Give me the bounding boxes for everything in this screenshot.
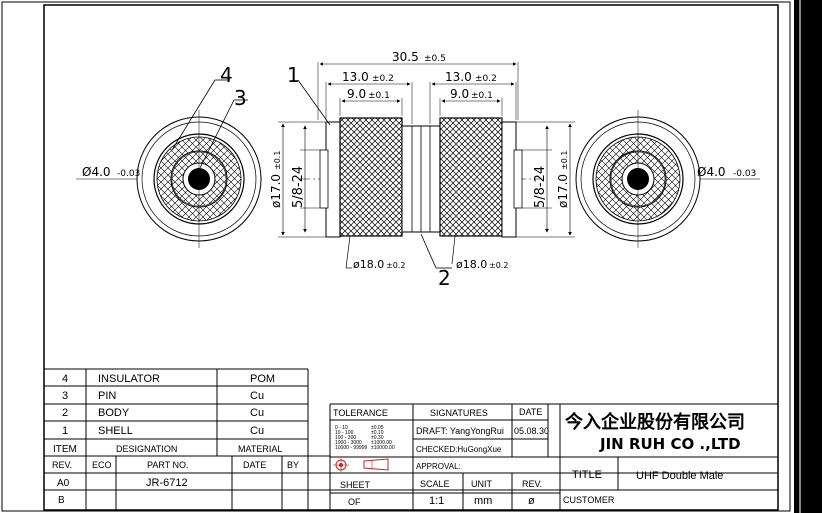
tolerance-label: TOLERANCE bbox=[333, 408, 388, 418]
bom-item-3: 3 bbox=[62, 390, 68, 402]
nut-length-right-tol: ±0.2 bbox=[475, 74, 497, 84]
overall-length: 30.5 bbox=[392, 50, 419, 64]
tol-range-2: 10 - 100 bbox=[335, 430, 354, 436]
pin-dia-right-tol: -0.03 bbox=[733, 169, 756, 179]
pin-dia-left-tol: -0.03 bbox=[117, 169, 140, 179]
nut-length-left-tol: ±0.2 bbox=[372, 74, 394, 84]
signatures-label: SIGNATURES bbox=[430, 408, 488, 418]
tol-val-5: ±10000.00 bbox=[371, 445, 395, 451]
nut-dia-left-tol: ±0.2 bbox=[386, 261, 405, 270]
draft-date: 05.08.30 bbox=[514, 426, 549, 436]
bom-item-4: 4 bbox=[62, 373, 68, 385]
outer-frame bbox=[1, 1, 791, 512]
tol-range-1: 0 - 10 bbox=[335, 425, 348, 431]
customer-label: CUSTOMER bbox=[563, 495, 615, 505]
body-dia-left: ø17.0 bbox=[269, 174, 283, 208]
rev-header-date: DATE bbox=[243, 460, 266, 470]
bom-mat-4: POM bbox=[250, 373, 275, 385]
tol-val-2: ±0.10 bbox=[371, 430, 384, 436]
rev-row-a0: A0 bbox=[57, 478, 70, 489]
bom-header-item: ITEM bbox=[53, 444, 77, 455]
tol-val-1: ±0.05 bbox=[371, 425, 384, 431]
bom-mat-3: Cu bbox=[250, 390, 264, 402]
nut-length-left: 13.0 bbox=[342, 70, 369, 84]
approval-label: APPROVAL: bbox=[416, 462, 461, 471]
tol-val-3: ±0.30 bbox=[371, 435, 384, 441]
knurl-length-right: 9.0 bbox=[450, 87, 469, 101]
bom-desig-3: PIN bbox=[98, 390, 116, 402]
tol-range-3: 100 - 300 bbox=[335, 435, 356, 441]
body-dia-right: ø17.0 bbox=[556, 174, 570, 208]
inner-frame bbox=[43, 4, 779, 511]
nut-dia-right: ø18.0 bbox=[456, 258, 487, 271]
rev-value: ø bbox=[528, 495, 535, 507]
thread-right: 5/8-24 bbox=[533, 166, 548, 208]
projection-symbol-icon bbox=[333, 458, 389, 472]
callout-2: 2 bbox=[438, 266, 451, 290]
nut-dia-right-tol: ±0.2 bbox=[489, 261, 508, 270]
pin-dia-right: Ø4.0 bbox=[697, 165, 726, 179]
company-name-en: JIN RUH CO .,LTD bbox=[599, 435, 741, 453]
rev-row-b: B bbox=[58, 495, 65, 506]
sheet-value: OF bbox=[348, 497, 361, 507]
tol-range-4: 1000 - 3000 bbox=[335, 440, 362, 446]
checked-sig: CHECKED:HuGongXue bbox=[416, 445, 502, 454]
left-end-view bbox=[76, 79, 262, 248]
right-end-view bbox=[575, 110, 760, 248]
unit-label: UNIT bbox=[471, 479, 492, 489]
window-edge bbox=[794, 0, 822, 513]
rev-header-eco: ECO bbox=[92, 460, 112, 470]
bom-mat-1: Cu bbox=[250, 425, 264, 437]
knurl-length-left-tol: ±0.1 bbox=[368, 91, 390, 101]
bom-header-designation: DESIGNATION bbox=[116, 444, 177, 454]
knurl-length-left: 9.0 bbox=[347, 87, 366, 101]
overall-length-tol: ±0.5 bbox=[424, 54, 446, 64]
bom-item-2: 2 bbox=[62, 407, 68, 419]
unit-value: mm bbox=[474, 495, 492, 507]
bom-header-material: MATERIAL bbox=[238, 444, 282, 454]
rev-header-part-no: PART NO. bbox=[147, 460, 189, 470]
rev-label: REV. bbox=[522, 479, 542, 489]
scale-value: 1:1 bbox=[429, 495, 444, 507]
sheet-label: SHEET bbox=[340, 480, 371, 490]
table-lines bbox=[44, 368, 778, 510]
bom-desig-2: BODY bbox=[98, 407, 130, 419]
callout-1: 1 bbox=[287, 63, 300, 87]
title-label: TITLE bbox=[572, 469, 602, 481]
draft-sig: DRAFT: YangYongRui bbox=[416, 426, 504, 436]
tol-range-5: 10000 - 99999 bbox=[335, 445, 367, 451]
rev-header-by: BY bbox=[287, 460, 299, 470]
bom-item-1: 1 bbox=[62, 425, 68, 437]
body-dia-left-tol: ±0.1 bbox=[273, 151, 282, 170]
pin-dia-left: Ø4.0 bbox=[82, 165, 111, 179]
title-value: UHF Double Male bbox=[636, 470, 723, 482]
rev-header-rev: REV. bbox=[52, 460, 72, 470]
bom-mat-2: Cu bbox=[250, 407, 264, 419]
tolerance-table: 0 - 10 10 - 100 100 - 300 1000 - 3000 10… bbox=[335, 425, 395, 451]
tol-val-4: ±1000.00 bbox=[371, 440, 392, 446]
callout-3: 3 bbox=[234, 86, 247, 110]
callout-4: 4 bbox=[220, 63, 233, 87]
rev-row-a0-part: JR-6712 bbox=[146, 477, 188, 489]
bom-desig-4: INSULATOR bbox=[98, 373, 160, 385]
body-dia-right-tol: ±0.1 bbox=[560, 151, 569, 170]
side-view bbox=[278, 62, 575, 269]
date-label: DATE bbox=[519, 407, 542, 417]
thread-left: 5/8-24 bbox=[291, 166, 306, 208]
nut-dia-left: ø18.0 bbox=[353, 258, 384, 271]
nut-length-right: 13.0 bbox=[445, 70, 472, 84]
bom-desig-1: SHELL bbox=[98, 425, 133, 437]
knurl-length-right-tol: ±0.1 bbox=[471, 91, 493, 101]
company-name-cn: 今入企业股份有限公司 bbox=[565, 411, 745, 433]
scale-label: SCALE bbox=[420, 479, 450, 489]
